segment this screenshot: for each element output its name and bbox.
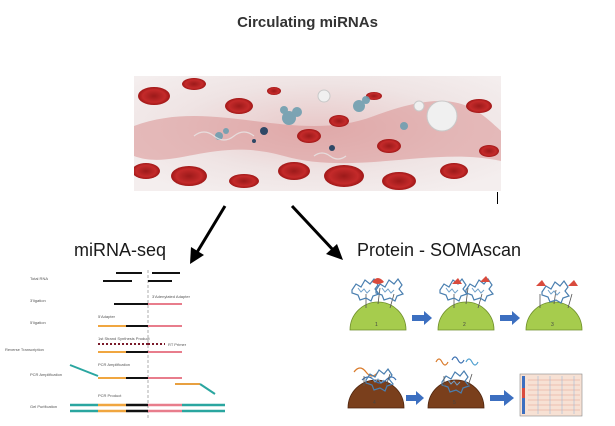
annotation-pcr-amp: PCR Amplification — [98, 362, 130, 367]
step-5-ligation: 5'ligation — [30, 320, 46, 325]
rt-bars — [98, 343, 182, 353]
soma-arrow-3 — [406, 391, 424, 405]
tick-mark — [497, 192, 498, 204]
svg-text:4: 4 — [373, 400, 376, 406]
soma-step-1: 1 — [349, 278, 407, 331]
soma-step-2: 2 — [437, 276, 495, 331]
mirna-seq-label: miRNA-seq — [74, 240, 167, 260]
right-arrow-head — [326, 244, 343, 260]
svg-text:1: 1 — [375, 322, 378, 328]
step-pcr-amplification: PCR Amplification — [30, 372, 62, 377]
soma-step-3: 3 — [525, 280, 583, 331]
soma-arrow-2 — [500, 311, 520, 325]
protein-clusters — [215, 96, 408, 140]
somascan-workflow: 1 2 3 4 — [347, 276, 583, 417]
gel-bars — [70, 403, 225, 413]
red-blood-cells — [134, 78, 499, 190]
somascan-label: Protein - SOMAscan — [357, 240, 522, 260]
pcr-bars — [69, 364, 216, 395]
total-rna-bars — [103, 272, 180, 282]
svg-text:3: 3 — [551, 322, 554, 328]
step-reverse-transcription: Reverse Transcription — [5, 347, 44, 352]
annotation-first-strand: 1st Strand Synthesis Product — [98, 336, 150, 341]
step-3-ligation: 3'ligation — [30, 298, 46, 303]
soma-arrow-4 — [490, 390, 514, 406]
step-total-rna: Total RNA — [30, 276, 48, 281]
soma-step-4: 4 — [347, 367, 405, 409]
mirna-seq-workflow: Total RNA 3'ligation 5'ligation Reverse … — [5, 270, 225, 418]
annotation-3-adapter: 3'Adenylated Adapter — [152, 294, 191, 299]
soma-arrow-1 — [412, 311, 432, 325]
soma-step-5: 5 — [427, 356, 485, 409]
step-gel-purification: Gel Purification — [30, 404, 57, 409]
annotation-pcr-product: PCR Product — [98, 393, 122, 398]
svg-text:5: 5 — [453, 400, 456, 406]
arrows — [190, 204, 343, 264]
figure-title: Circulating miRNAs — [237, 14, 378, 31]
svg-text:2: 2 — [463, 322, 466, 328]
blood-vessel-illustration — [134, 76, 501, 191]
left-arrow-head — [190, 247, 204, 264]
dark-particles — [252, 127, 335, 151]
annotation-rt-primer: RT Primer — [168, 342, 187, 347]
white-blood-cell — [317, 89, 458, 132]
heatmap-result — [519, 373, 583, 417]
annotation-5-adapter: 5'Adapter — [98, 314, 116, 319]
